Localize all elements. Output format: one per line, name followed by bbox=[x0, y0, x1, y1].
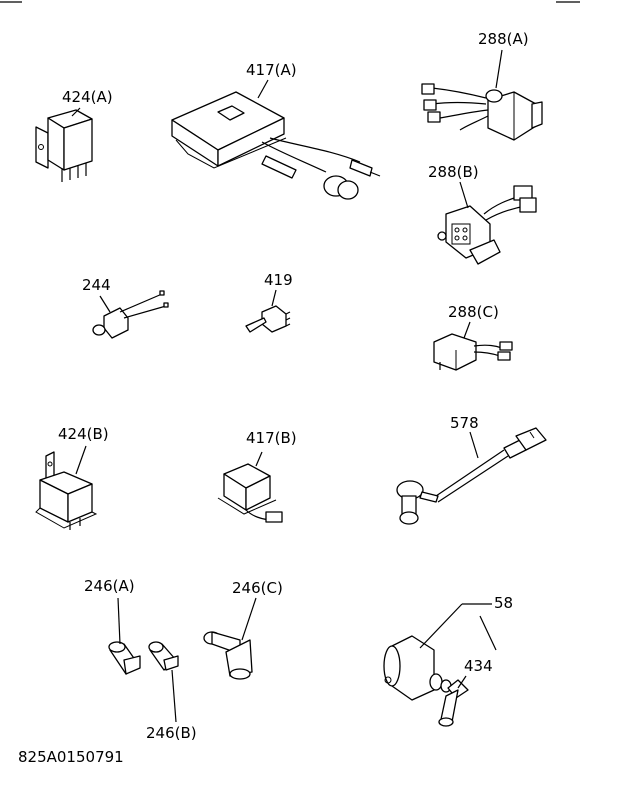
part-58-solenoid[interactable] bbox=[383, 635, 452, 701]
part-244-switch[interactable] bbox=[92, 290, 169, 339]
leader-424b bbox=[75, 445, 87, 475]
leader-288a bbox=[495, 49, 503, 89]
drawing-code: 825A0150791 bbox=[18, 748, 124, 766]
part-417a-controller[interactable] bbox=[171, 91, 381, 200]
label-424b: 424(B) bbox=[58, 425, 109, 443]
part-288a-assembly[interactable] bbox=[421, 83, 543, 141]
part-434-boot[interactable] bbox=[438, 679, 469, 727]
label-246c: 246(C) bbox=[232, 579, 283, 597]
part-246a-boot[interactable] bbox=[108, 641, 141, 675]
label-246b: 246(B) bbox=[146, 724, 197, 742]
leader-424a bbox=[71, 107, 81, 117]
label-578: 578 bbox=[450, 414, 479, 432]
part-288b-assembly[interactable] bbox=[437, 185, 537, 265]
label-419: 419 bbox=[264, 271, 293, 289]
label-417b: 417(B) bbox=[246, 429, 297, 447]
leader-419 bbox=[271, 289, 277, 307]
label-288b: 288(B) bbox=[428, 163, 479, 181]
label-434: 434 bbox=[464, 657, 493, 675]
leader-417a bbox=[257, 79, 269, 99]
part-417b-controller[interactable] bbox=[217, 463, 283, 523]
leader-58-left bbox=[419, 603, 463, 649]
leader-288b bbox=[459, 181, 469, 209]
label-417a: 417(A) bbox=[246, 61, 297, 79]
leader-246c bbox=[241, 597, 257, 641]
leader-244 bbox=[99, 295, 111, 313]
leader-417b bbox=[255, 451, 263, 467]
part-419-toggle-switch[interactable] bbox=[245, 305, 291, 333]
label-58: 58 bbox=[494, 594, 514, 612]
label-288c: 288(C) bbox=[448, 303, 499, 321]
label-244: 244 bbox=[82, 276, 111, 294]
leader-58-right bbox=[479, 615, 497, 651]
part-246c-boot[interactable] bbox=[203, 631, 253, 680]
part-288c-unit[interactable] bbox=[433, 333, 513, 371]
part-578-harness[interactable] bbox=[396, 427, 547, 525]
leader-246a bbox=[117, 597, 121, 645]
leader-578 bbox=[469, 431, 479, 459]
part-424b-relay[interactable] bbox=[35, 451, 98, 530]
label-288a: 288(A) bbox=[478, 30, 529, 48]
part-246b-boot[interactable] bbox=[148, 641, 179, 671]
part-424a-relay[interactable] bbox=[35, 109, 93, 182]
leader-246b bbox=[171, 669, 177, 723]
label-246a: 246(A) bbox=[84, 577, 135, 595]
leader-288c bbox=[463, 321, 471, 339]
leader-434 bbox=[457, 675, 467, 689]
label-424a: 424(A) bbox=[62, 88, 113, 106]
